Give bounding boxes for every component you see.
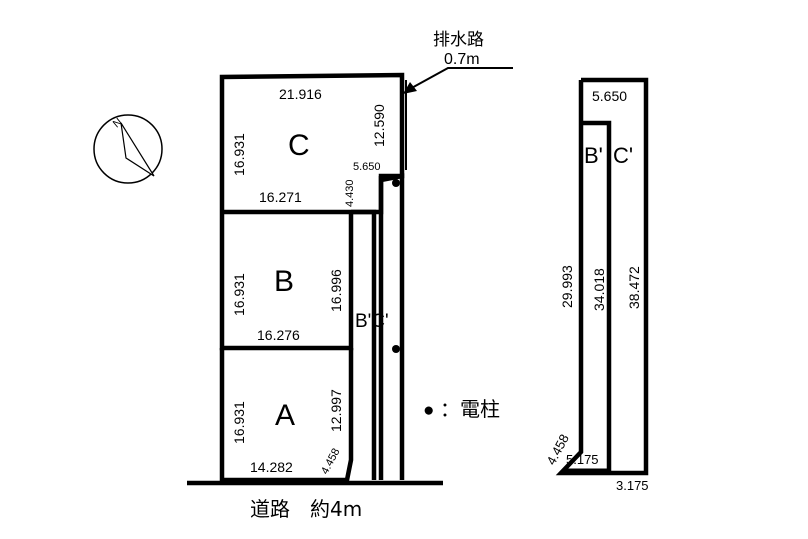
- access-strip-outer: [378, 173, 405, 480]
- lot-c-right-dimension: 12.590: [371, 104, 387, 147]
- detail-outer-outline: [555, 77, 649, 476]
- detail-top-dimension: 5.650: [592, 88, 627, 104]
- lot-a-bottom-dimension: 14.282: [250, 459, 293, 475]
- lot-c-bottom-dimension: 16.271: [259, 189, 302, 205]
- utility-pole-legend-text: ：電柱: [440, 397, 500, 421]
- north-compass-icon: N: [93, 114, 163, 184]
- lot-a-right-dimension: 12.997: [328, 389, 344, 432]
- utility-pole-icon: [392, 179, 400, 187]
- lot-c-flag-side-dimension: 4.430: [344, 179, 356, 207]
- lot-c-flag-top-dimension: 5.650: [353, 161, 381, 173]
- lot-a-corner-dimension: 4.458: [319, 446, 343, 476]
- detail-label-c: C': [613, 143, 633, 168]
- lot-b-left-dimension: 16.931: [231, 273, 247, 316]
- lot-b-right-dimension: 16.996: [328, 269, 344, 312]
- detail-outer-right-dimension: 38.472: [626, 266, 642, 309]
- lot-a-outline: [219, 348, 354, 483]
- utility-pole-legend-dot: ●: [423, 400, 434, 421]
- utility-pole-icon: [392, 345, 400, 353]
- detail-inner-outline: [581, 120, 612, 473]
- lot-b-name: B: [274, 265, 294, 298]
- access-strip-name: B'C': [355, 311, 389, 332]
- detail-outer-left-dimension: 29.993: [559, 265, 575, 308]
- lot-c-left-dimension: 16.931: [231, 133, 247, 176]
- drainage-width: 0.7m: [444, 51, 480, 68]
- detail-middle-dimension: 34.018: [591, 268, 607, 311]
- drainage-leader-line: [407, 67, 513, 91]
- lot-c-name: C: [288, 129, 310, 162]
- lot-b-outline: [219, 212, 354, 351]
- drainage-label: 排水路: [433, 30, 484, 50]
- access-strip-outline: [351, 209, 377, 480]
- lot-a-name: A: [275, 399, 295, 432]
- lot-b-bottom-dimension: 16.276: [257, 327, 300, 343]
- detail-bottom-inner-dimension: 5.175: [566, 452, 599, 467]
- detail-bottom-outer-dimension: 3.175: [616, 478, 649, 493]
- road-label: 道路 約4m: [250, 497, 362, 521]
- lot-a-left-dimension: 16.931: [231, 401, 247, 444]
- detail-label-b: B': [584, 143, 603, 168]
- lot-c-top-dimension: 21.916: [279, 86, 322, 102]
